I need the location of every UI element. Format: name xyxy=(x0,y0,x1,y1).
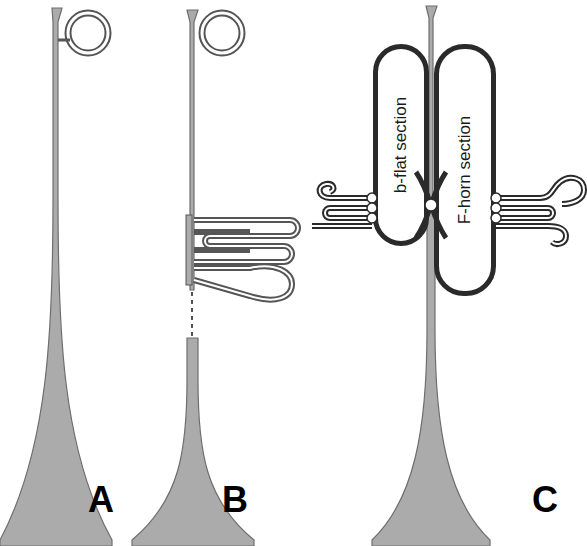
double-horn xyxy=(312,6,584,546)
figure-letter: B xyxy=(222,482,248,518)
figure-letter: C xyxy=(532,482,558,518)
tubing-loop: F-horn section xyxy=(434,44,496,296)
tubing-loop: b-flat section xyxy=(373,44,429,246)
figure-letter: A xyxy=(88,482,114,518)
natural-horn xyxy=(0,8,112,546)
valve-horn xyxy=(132,10,298,546)
section-label: F-horn section xyxy=(455,116,475,225)
section-label: b-flat section xyxy=(391,97,411,193)
